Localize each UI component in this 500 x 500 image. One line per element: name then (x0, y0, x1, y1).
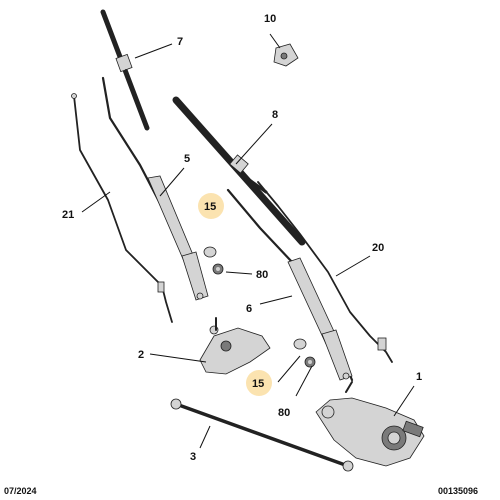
footer-reference: 00135096 (438, 486, 478, 496)
wiper-arm-part-5 (101, 76, 209, 301)
callout-3: 3 (190, 451, 196, 463)
callout-5: 5 (184, 153, 190, 165)
callout-1: 1 (416, 371, 422, 383)
callout-20: 20 (372, 242, 384, 254)
wiper-arm-part-6 (226, 188, 354, 382)
highlight-15-upper (198, 193, 224, 219)
callout-80-lower: 80 (278, 407, 290, 419)
callout-21: 21 (62, 209, 74, 221)
cap-part-15-lower (293, 338, 307, 350)
leader-lines (81, 33, 415, 449)
cap-part-15-upper (203, 246, 217, 258)
linkage-rod-part-3 (170, 398, 354, 472)
wiper-motor-part-1 (315, 381, 425, 467)
nut-part-80-upper (212, 263, 224, 275)
washer-hose-part-20 (257, 181, 393, 363)
wiper-blade-part-7 (100, 9, 150, 131)
callout-15-lower: 15 (252, 378, 264, 390)
callout-15-upper: 15 (204, 201, 216, 213)
callout-2: 2 (138, 349, 144, 361)
pivot-bracket-part-2 (199, 317, 271, 375)
washer-hose-part-21 (71, 93, 173, 323)
highlight-15-lower (246, 370, 272, 396)
callout-8: 8 (272, 109, 278, 121)
nut-part-80-lower (304, 356, 316, 368)
washer-nozzle-part-10 (273, 43, 299, 67)
wiper-blade-part-8 (172, 96, 306, 246)
callout-80-upper: 80 (256, 269, 268, 281)
callout-10: 10 (264, 13, 276, 25)
footer-date: 07/2024 (4, 486, 37, 496)
callout-7: 7 (177, 36, 183, 48)
callout-6: 6 (246, 303, 252, 315)
